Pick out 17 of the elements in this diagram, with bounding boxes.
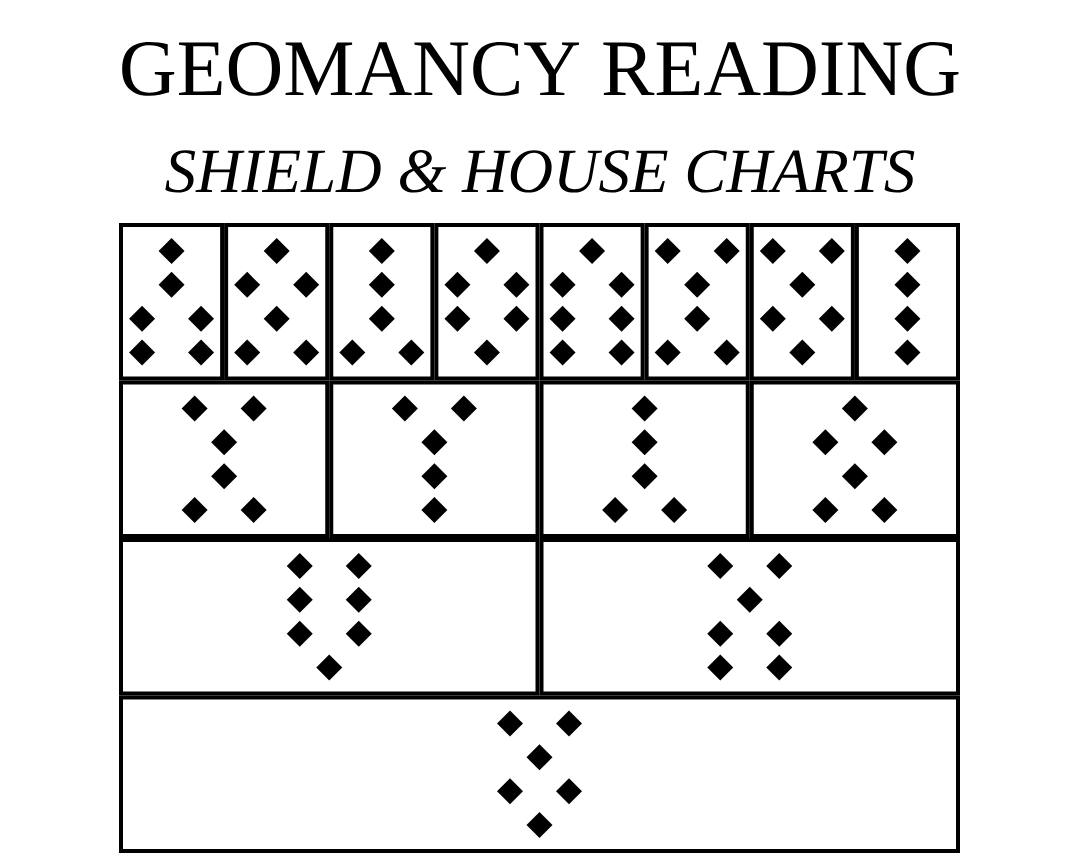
chart-cell bbox=[329, 223, 435, 381]
chart-cell bbox=[854, 223, 960, 381]
chart-cell bbox=[119, 695, 960, 853]
title: GEOMANCY READING bbox=[122, 42, 959, 96]
chart-cell bbox=[224, 223, 330, 381]
chart-cell bbox=[749, 380, 960, 538]
chart-cell bbox=[434, 223, 540, 381]
chart-cell bbox=[119, 223, 225, 381]
chart-cell bbox=[749, 223, 855, 381]
chart-cell bbox=[539, 538, 960, 696]
chart-cell bbox=[644, 223, 750, 381]
chart-cell bbox=[329, 380, 540, 538]
chart-cell bbox=[119, 538, 540, 696]
chart-cell bbox=[539, 380, 750, 538]
subtitle: SHIELD & HOUSE CHARTS bbox=[165, 150, 915, 193]
chart-cell bbox=[119, 380, 330, 538]
chart-cell bbox=[539, 223, 645, 381]
